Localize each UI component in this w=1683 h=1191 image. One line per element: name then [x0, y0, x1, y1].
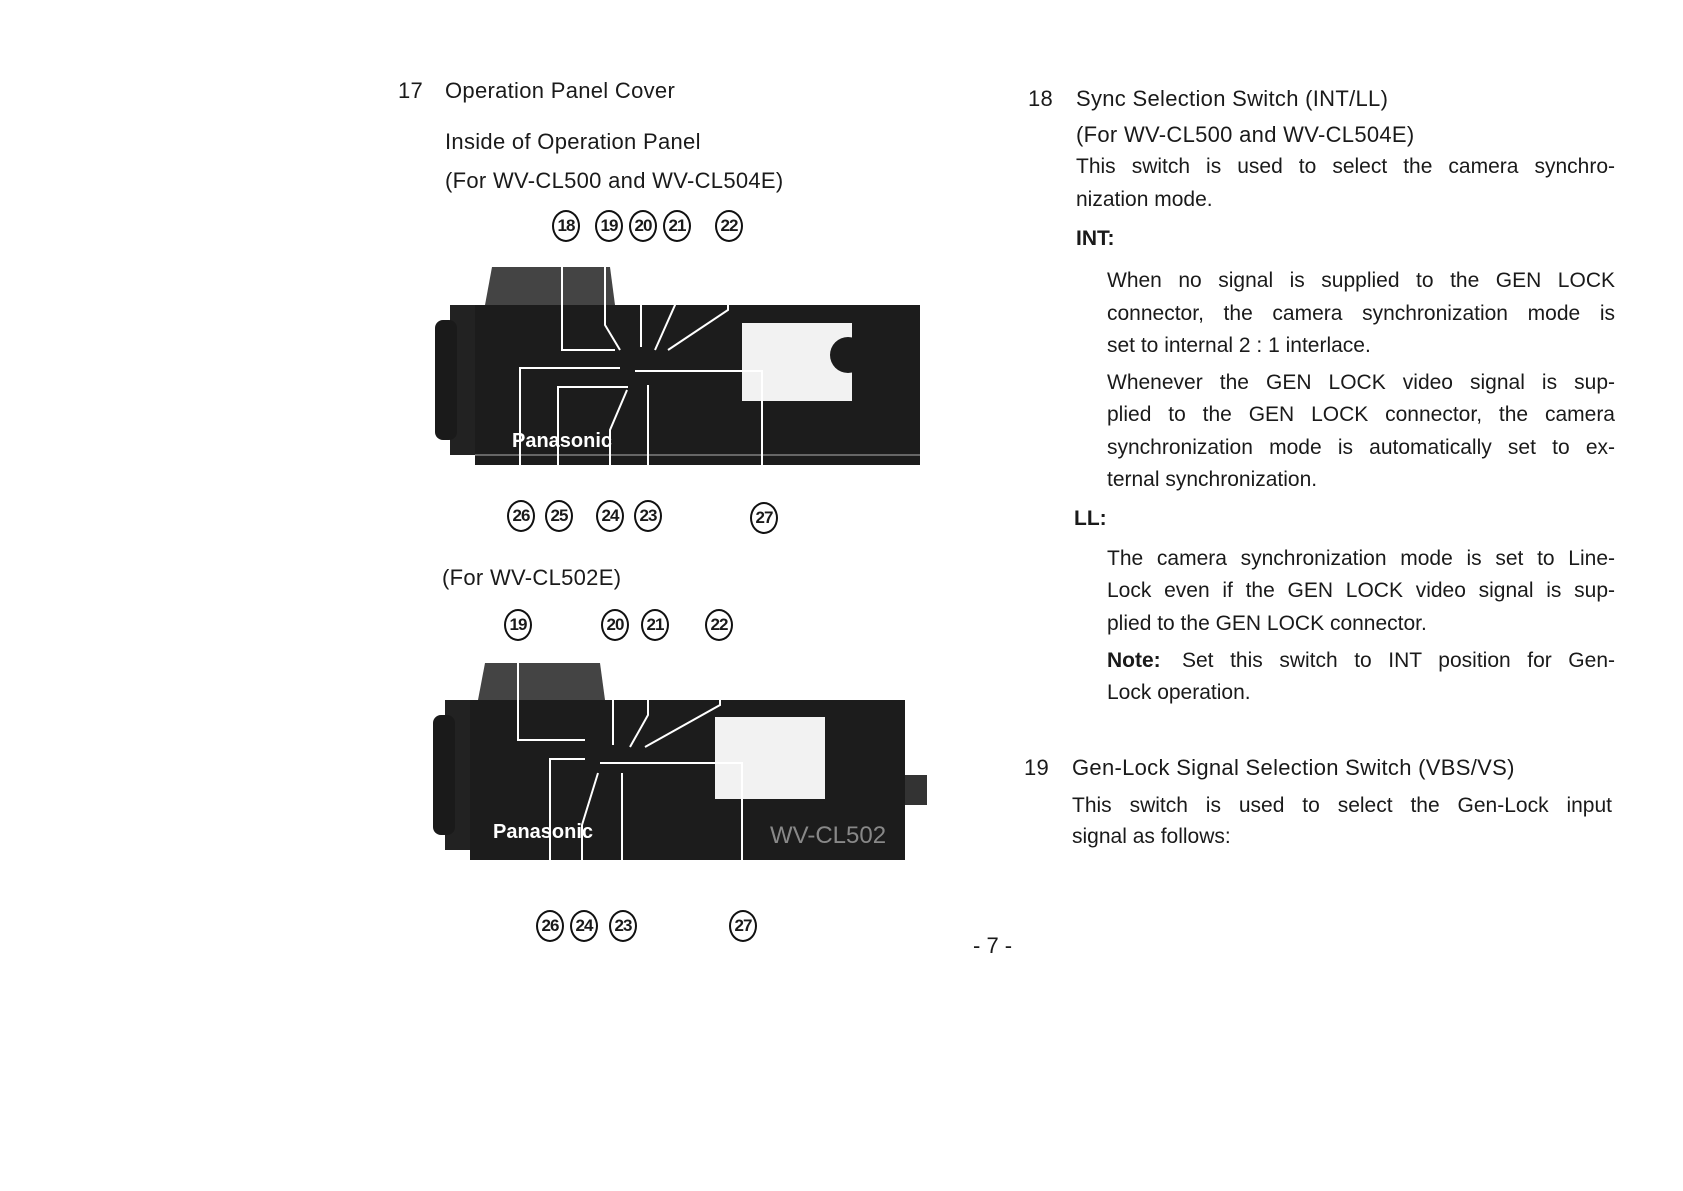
callout-22: 22 — [715, 210, 743, 242]
int-para-1-line: When no signal is supplied to the GEN LO… — [1107, 269, 1615, 292]
section-19-title: Gen-Lock Signal Selection Switch (VBS/VS… — [1072, 755, 1515, 780]
int-para-2-line: Whenever the GEN LOCK video signal is su… — [1107, 371, 1615, 394]
int-para-2-line: ternal synchronization. — [1107, 468, 1318, 491]
int-para-2-line: plied to the GEN LOCK connector, the cam… — [1107, 403, 1615, 426]
section-17-title: Operation Panel Cover — [445, 78, 676, 103]
callout-27: 27 — [750, 502, 778, 534]
section-18-title: Sync Selection Switch (INT/LL) — [1076, 86, 1389, 111]
camera-photo-1: Panasonic — [435, 255, 920, 485]
brand-logo-2: Panasonic — [493, 821, 593, 843]
callout-25: 25 — [545, 500, 573, 532]
section-18-number: 18 — [1028, 86, 1054, 111]
svg-text:Panasonic: Panasonic — [512, 430, 612, 452]
callout-19: 19 — [595, 210, 623, 242]
page-number: - 7 - — [973, 933, 1013, 958]
int-para-2-line: synchronization mode is automatically se… — [1107, 436, 1615, 459]
callout-24: 24 — [570, 910, 598, 942]
section-18-intro-line: This switch is used to select the camera… — [1076, 155, 1615, 178]
int-para-1-line: connector, the camera synchronization mo… — [1107, 302, 1615, 325]
section-19-intro-line: This switch is used to select the Gen-Lo… — [1072, 794, 1612, 817]
callout-21: 21 — [663, 210, 691, 242]
camera-photo-2: Panasonic WV-CL502 — [433, 655, 927, 875]
section-18-intro-line: nization mode. — [1076, 188, 1213, 211]
int-para-1-line: set to internal 2 : 1 interlace. — [1107, 334, 1371, 357]
figure-2-caption: (For WV-CL502E) — [442, 565, 622, 590]
callout-20: 20 — [601, 609, 629, 641]
note-label: Note: — [1107, 649, 1161, 672]
ll-label: LL: — [1074, 507, 1107, 530]
section-18-subtitle: (For WV-CL500 and WV-CL504E) — [1076, 122, 1415, 147]
note-text-line: Lock operation. — [1107, 681, 1251, 704]
callout-20: 20 — [629, 210, 657, 242]
ll-para-line: The camera synchronization mode is set t… — [1107, 547, 1615, 570]
callout-19: 19 — [504, 609, 532, 641]
section-17-number: 17 — [398, 78, 424, 103]
model-mark: WV-CL502 — [770, 822, 886, 849]
callout-22: 22 — [705, 609, 733, 641]
int-label: INT: — [1076, 227, 1115, 250]
section-19-number: 19 — [1024, 755, 1050, 780]
callout-18: 18 — [552, 210, 580, 242]
callout-23: 23 — [609, 910, 637, 942]
section-19-intro-line: signal as follows: — [1072, 825, 1231, 848]
callout-21: 21 — [641, 609, 669, 641]
figure-1-caption: (For WV-CL500 and WV-CL504E) — [445, 168, 784, 193]
note-text-line: Set this switch to INT position for Gen- — [1182, 649, 1615, 672]
ll-para-line: plied to the GEN LOCK connector. — [1107, 612, 1427, 635]
callout-24: 24 — [596, 500, 624, 532]
ll-para-line: Lock even if the GEN LOCK video signal i… — [1107, 579, 1615, 602]
callout-26: 26 — [536, 910, 564, 942]
callout-23: 23 — [634, 500, 662, 532]
callout-26: 26 — [507, 500, 535, 532]
figure-subtitle: Inside of Operation Panel — [445, 129, 701, 154]
callout-27: 27 — [729, 910, 757, 942]
